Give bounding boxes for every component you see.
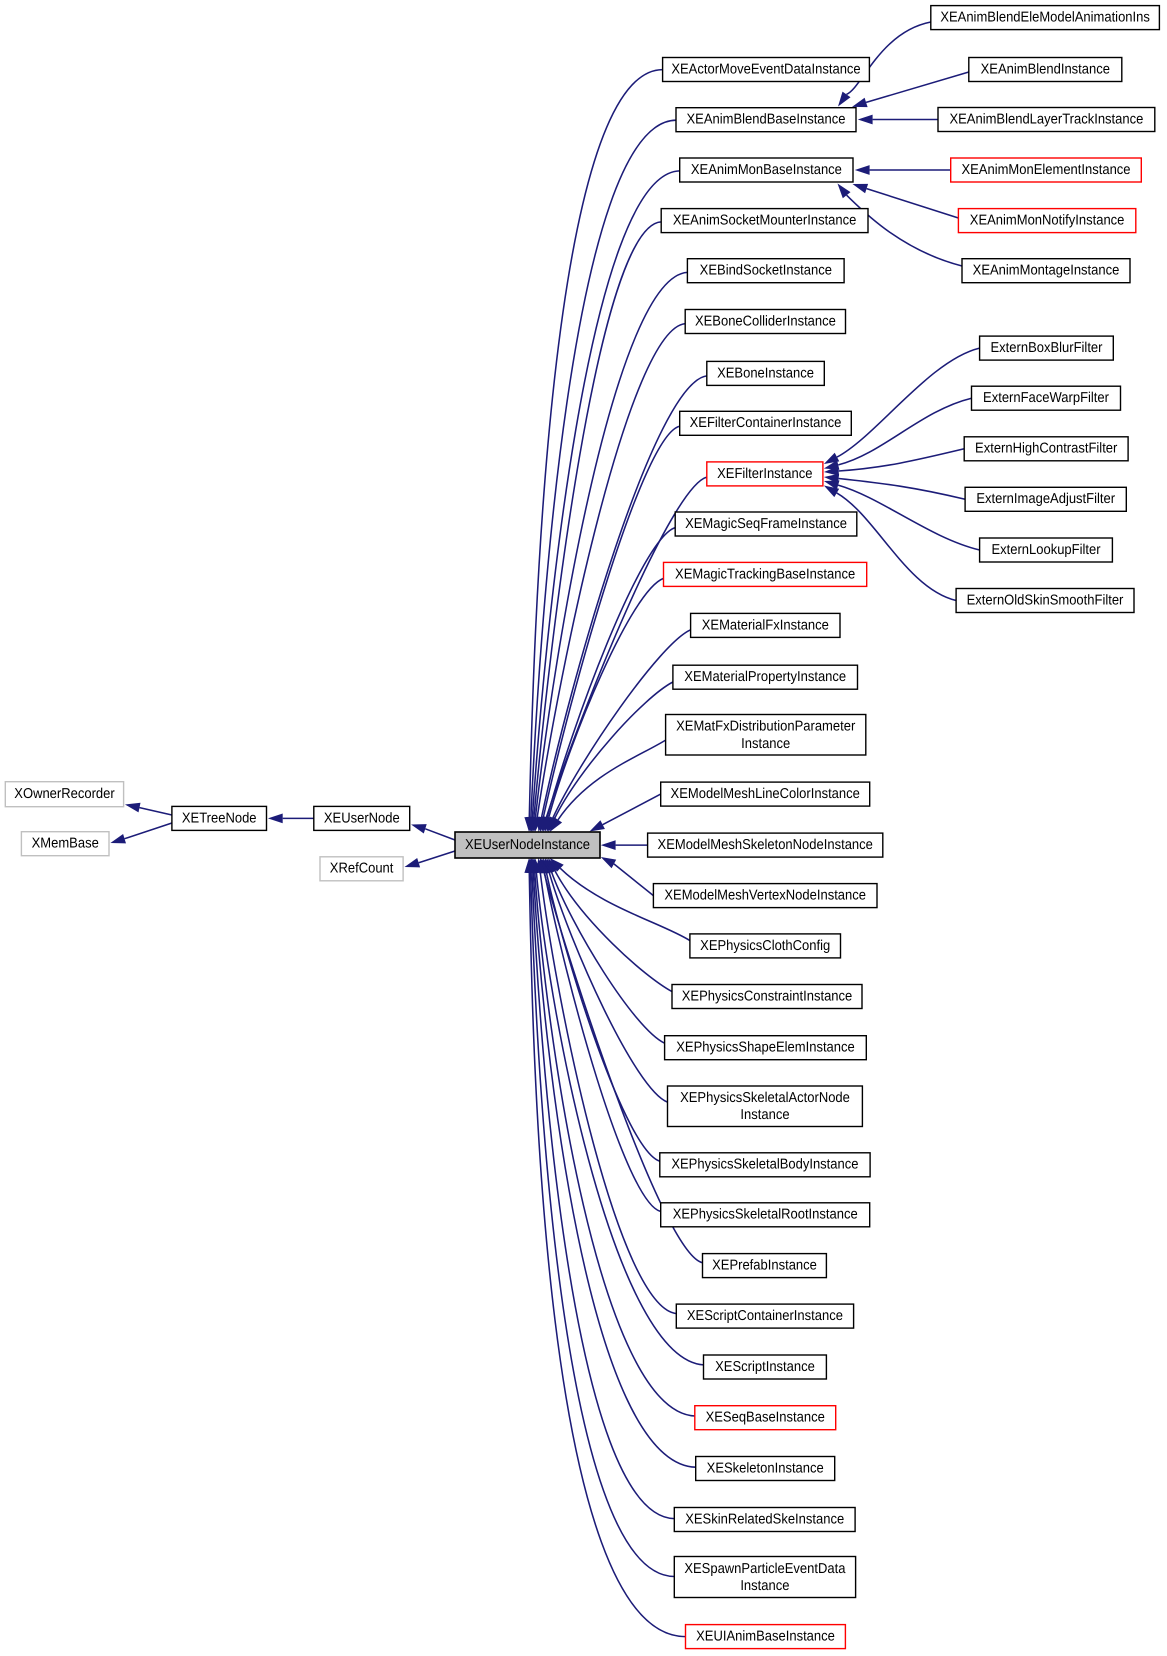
svg-text:XEAnimMonNotifyInstance: XEAnimMonNotifyInstance	[970, 211, 1125, 228]
svg-text:XEBoneInstance: XEBoneInstance	[717, 364, 814, 381]
svg-text:XEActorMoveEventDataInstance: XEActorMoveEventDataInstance	[671, 60, 860, 77]
svg-text:XEPhysicsSkeletalRootInstance: XEPhysicsSkeletalRootInstance	[673, 1206, 858, 1223]
svg-text:XESpawnParticleEventData: XESpawnParticleEventData	[684, 1560, 846, 1577]
svg-text:XEAnimMontageInstance: XEAnimMontageInstance	[973, 261, 1120, 278]
svg-text:XEUserNodeInstance: XEUserNodeInstance	[465, 836, 590, 853]
svg-text:XEModelMeshVertexNodeInstance: XEModelMeshVertexNodeInstance	[664, 886, 866, 903]
svg-text:XEMagicTrackingBaseInstance: XEMagicTrackingBaseInstance	[675, 565, 855, 582]
svg-text:XEPhysicsClothConfig: XEPhysicsClothConfig	[700, 937, 830, 954]
svg-text:ExternHighContrastFilter: ExternHighContrastFilter	[975, 440, 1118, 457]
svg-text:XESeqBaseInstance: XESeqBaseInstance	[706, 1408, 825, 1425]
svg-text:ExternImageAdjustFilter: ExternImageAdjustFilter	[976, 490, 1115, 507]
svg-text:Instance: Instance	[740, 1577, 789, 1594]
svg-text:XESkinRelatedSkeInstance: XESkinRelatedSkeInstance	[685, 1510, 844, 1527]
svg-text:ExternLookupFilter: ExternLookupFilter	[991, 541, 1101, 558]
svg-text:XEScriptContainerInstance: XEScriptContainerInstance	[687, 1307, 843, 1324]
svg-text:XMemBase: XMemBase	[32, 834, 99, 851]
svg-text:XEPhysicsSkeletalActorNode: XEPhysicsSkeletalActorNode	[680, 1089, 850, 1106]
svg-text:XEPhysicsConstraintInstance: XEPhysicsConstraintInstance	[682, 987, 853, 1004]
svg-text:XEAnimMonBaseInstance: XEAnimMonBaseInstance	[691, 161, 842, 178]
svg-text:XEFilterInstance: XEFilterInstance	[717, 465, 812, 482]
svg-text:XOwnerRecorder: XOwnerRecorder	[14, 785, 115, 802]
svg-text:XEAnimBlendBaseInstance: XEAnimBlendBaseInstance	[687, 110, 846, 127]
svg-text:XEBoneColliderInstance: XEBoneColliderInstance	[695, 312, 836, 329]
svg-text:XEScriptInstance: XEScriptInstance	[715, 1358, 815, 1375]
svg-text:XEPhysicsShapeElemInstance: XEPhysicsShapeElemInstance	[676, 1038, 854, 1055]
svg-text:XESkeletonInstance: XESkeletonInstance	[707, 1459, 824, 1476]
svg-text:XETreeNode: XETreeNode	[182, 809, 257, 826]
svg-text:XEPrefabInstance: XEPrefabInstance	[712, 1256, 817, 1273]
svg-text:XEAnimBlendInstance: XEAnimBlendInstance	[981, 60, 1110, 77]
svg-text:XEAnimMonElementInstance: XEAnimMonElementInstance	[961, 161, 1130, 178]
svg-text:XEFilterContainerInstance: XEFilterContainerInstance	[690, 414, 842, 431]
svg-text:Instance: Instance	[740, 1106, 789, 1123]
svg-text:XEAnimSocketMounterInstance: XEAnimSocketMounterInstance	[673, 211, 857, 228]
svg-text:XEMaterialFxInstance: XEMaterialFxInstance	[702, 616, 829, 633]
svg-text:XEAnimBlendLayerTrackInstance: XEAnimBlendLayerTrackInstance	[949, 110, 1143, 127]
svg-text:XEAnimBlendEleModelAnimationIn: XEAnimBlendEleModelAnimationIns	[940, 8, 1150, 25]
svg-text:XEUserNode: XEUserNode	[324, 809, 400, 826]
svg-text:XEPhysicsSkeletalBodyInstance: XEPhysicsSkeletalBodyInstance	[671, 1156, 858, 1173]
svg-text:XRefCount: XRefCount	[330, 860, 394, 877]
svg-text:ExternBoxBlurFilter: ExternBoxBlurFilter	[991, 339, 1104, 356]
svg-text:ExternOldSkinSmoothFilter: ExternOldSkinSmoothFilter	[967, 591, 1124, 608]
svg-text:XEBindSocketInstance: XEBindSocketInstance	[700, 261, 832, 278]
svg-text:XEMatFxDistributionParameter: XEMatFxDistributionParameter	[676, 717, 856, 734]
svg-text:Instance: Instance	[741, 735, 790, 752]
svg-text:XEMagicSeqFrameInstance: XEMagicSeqFrameInstance	[685, 515, 847, 532]
svg-text:XEModelMeshSkeletonNodeInstanc: XEModelMeshSkeletonNodeInstance	[658, 836, 873, 853]
svg-text:XEModelMeshLineColorInstance: XEModelMeshLineColorInstance	[671, 785, 860, 802]
svg-text:ExternFaceWarpFilter: ExternFaceWarpFilter	[983, 389, 1110, 406]
svg-text:XEUIAnimBaseInstance: XEUIAnimBaseInstance	[696, 1627, 835, 1644]
svg-text:XEMaterialPropertyInstance: XEMaterialPropertyInstance	[684, 668, 846, 685]
